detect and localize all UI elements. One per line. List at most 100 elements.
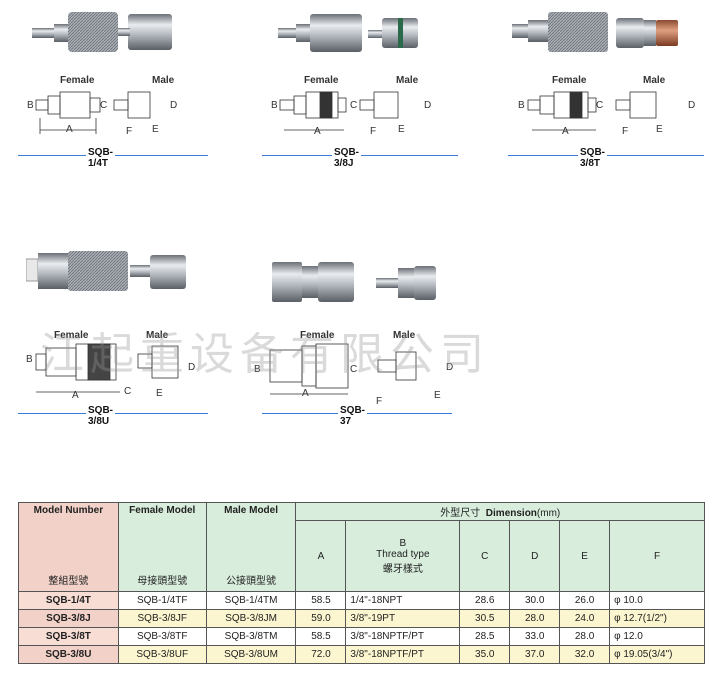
header-e: E xyxy=(559,520,611,592)
dim-a-label: A xyxy=(314,126,321,137)
cell-d: 33.0 xyxy=(509,627,561,646)
cell-a: 72.0 xyxy=(295,645,347,664)
table-row: SQB-1/4T SQB-1/4TF SQB-1/4TM 58.5 1/4"-1… xyxy=(18,591,705,610)
male-label: Male xyxy=(396,75,419,86)
dimension-drawing xyxy=(269,343,417,395)
model-name: SQB-3/8U xyxy=(86,405,115,427)
model-name: SQB-3/8J xyxy=(332,147,361,169)
cell-model: SQB-3/8J xyxy=(18,609,119,628)
dim-e-label: E xyxy=(398,124,405,135)
header-male-model: Male Model 公接頭型號 xyxy=(205,502,297,592)
header-b-cn: 螺牙樣式 xyxy=(382,563,423,575)
dim-c-label: C xyxy=(350,364,358,375)
cell-e: 32.0 xyxy=(559,645,611,664)
cell-f: φ 12.0 xyxy=(609,627,705,646)
dim-c-label: C xyxy=(596,100,604,111)
fitting-photo xyxy=(278,14,418,52)
dim-d-label: D xyxy=(170,100,178,111)
table-row: SQB-3/8T SQB-3/8TF SQB-3/8TM 58.5 3/8"-1… xyxy=(18,627,705,646)
dimension-drawing xyxy=(35,343,179,393)
header-model-number-en: Model Number xyxy=(33,505,104,516)
header-b-thread-type: Thread type xyxy=(376,548,430,560)
cell-male: SQB-1/4TM xyxy=(205,591,297,610)
cell-female: SQB-3/8UF xyxy=(117,645,207,664)
cell-a: 59.0 xyxy=(295,609,347,628)
male-label: Male xyxy=(643,75,666,86)
header-b: B Thread type 螺牙樣式 xyxy=(345,520,461,592)
cell-model: SQB-3/8T xyxy=(18,627,119,646)
dim-e-label: E xyxy=(156,388,163,399)
cell-b: 3/8"-19PT xyxy=(345,609,461,628)
dim-f-label: F xyxy=(370,126,377,137)
dim-b-label: B xyxy=(26,354,33,365)
header-model-number: Model Number 整組型號 xyxy=(18,502,119,592)
model-name: SQB-1/4T xyxy=(86,147,115,169)
cell-b: 3/8"-18NPTF/PT xyxy=(345,645,461,664)
cell-male: SQB-3/8JM xyxy=(205,609,297,628)
male-label: Male xyxy=(393,330,416,341)
cell-d: 30.0 xyxy=(509,591,561,610)
dim-c-label: C xyxy=(124,386,132,397)
fitting-photo xyxy=(272,262,436,302)
cell-female: SQB-1/4TF xyxy=(117,591,207,610)
cell-model: SQB-3/8U xyxy=(18,645,119,664)
header-dimension-cn: 外型尺寸 xyxy=(440,508,481,519)
cell-f: φ 10.0 xyxy=(609,591,705,610)
cell-d: 28.0 xyxy=(509,609,561,628)
dim-b-label: B xyxy=(271,100,278,111)
table-header-row: Model Number 整組型號 Female Model 母接頭型號 Mal… xyxy=(18,502,705,592)
cell-c: 28.5 xyxy=(459,627,511,646)
dim-d-label: D xyxy=(188,362,196,373)
cell-d: 37.0 xyxy=(509,645,561,664)
cell-c: 30.5 xyxy=(459,609,511,628)
cell-f: φ 19.05(3/4") xyxy=(609,645,705,664)
dim-d-label: D xyxy=(688,100,696,111)
cell-c: 35.0 xyxy=(459,645,511,664)
male-label: Male xyxy=(146,330,169,341)
dim-a-label: A xyxy=(72,390,79,401)
cell-b: 1/4"-18NPT xyxy=(345,591,461,610)
dim-f-label: F xyxy=(622,126,629,137)
cell-female: SQB-3/8TF xyxy=(117,627,207,646)
table-row: SQB-3/8U SQB-3/8UF SQB-3/8UM 72.0 3/8"-1… xyxy=(18,645,705,664)
dim-f-label: F xyxy=(126,126,133,137)
cell-a: 58.5 xyxy=(295,591,347,610)
cell-male: SQB-3/8UM xyxy=(205,645,297,664)
header-d: D xyxy=(509,520,561,592)
cell-e: 26.0 xyxy=(559,591,611,610)
fitting-photo xyxy=(26,251,186,291)
dim-f-label: F xyxy=(376,396,383,407)
female-label: Female xyxy=(60,75,95,86)
header-female-model-cn: 母接頭型號 xyxy=(137,576,188,587)
header-female-model-en: Female Model xyxy=(129,505,196,516)
header-dimension: 外型尺寸 Dimension(mm) xyxy=(295,502,705,521)
header-model-number-cn: 整組型號 xyxy=(48,576,89,587)
header-dimension-en: Dimension xyxy=(485,508,537,519)
dimension-drawing xyxy=(279,91,399,131)
cell-a: 58.5 xyxy=(295,627,347,646)
dimension-drawing xyxy=(527,91,657,131)
cell-f: φ 12.7(1/2") xyxy=(609,609,705,628)
dim-b-label: B xyxy=(518,100,525,111)
header-b-label: B xyxy=(399,537,407,549)
cell-c: 28.6 xyxy=(459,591,511,610)
dim-b-label: B xyxy=(254,364,261,375)
header-female-model: Female Model 母接頭型號 xyxy=(117,502,207,592)
header-f: F xyxy=(609,520,705,592)
dim-a-label: A xyxy=(66,124,73,135)
dim-b-label: B xyxy=(27,100,34,111)
dim-c-label: C xyxy=(100,100,108,111)
female-label: Female xyxy=(300,330,335,341)
cell-female: SQB-3/8JF xyxy=(117,609,207,628)
header-male-model-en: Male Model xyxy=(224,505,279,516)
dim-a-label: A xyxy=(302,388,309,399)
dim-e-label: E xyxy=(656,124,663,135)
header-dimension-unit: (mm) xyxy=(536,508,561,519)
female-label: Female xyxy=(54,330,89,341)
dim-d-label: D xyxy=(424,100,432,111)
model-name: SQB-37 xyxy=(338,405,367,427)
cell-male: SQB-3/8TM xyxy=(205,627,297,646)
cell-e: 28.0 xyxy=(559,627,611,646)
fitting-photo xyxy=(32,12,172,52)
cell-model: SQB-1/4T xyxy=(18,591,119,610)
